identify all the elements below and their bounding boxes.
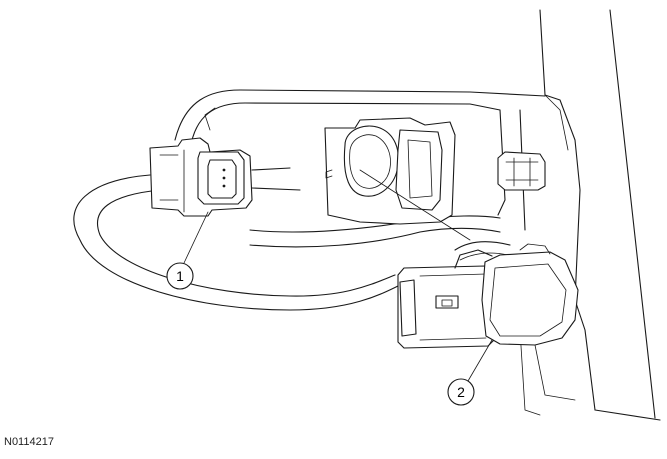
- connector-1: [149, 137, 301, 217]
- figure-id: N0114217: [4, 436, 54, 448]
- leader-line: [467, 339, 493, 382]
- callout-1: 1: [166, 211, 209, 290]
- terminal-pin: [222, 168, 226, 172]
- callout-circle: [166, 262, 194, 290]
- callout-circle: [447, 378, 475, 406]
- connector-2: [397, 243, 579, 349]
- callout-2: 2: [447, 339, 493, 406]
- body-panel: [519, 9, 661, 421]
- callout-number: 2: [457, 384, 465, 400]
- terminal-pin: [222, 176, 226, 180]
- terminal-pin: [222, 184, 226, 188]
- retaining-clip: [497, 151, 546, 191]
- socket-housing: [324, 117, 471, 241]
- callout-number: 1: [176, 268, 184, 284]
- leader-line: [183, 211, 209, 264]
